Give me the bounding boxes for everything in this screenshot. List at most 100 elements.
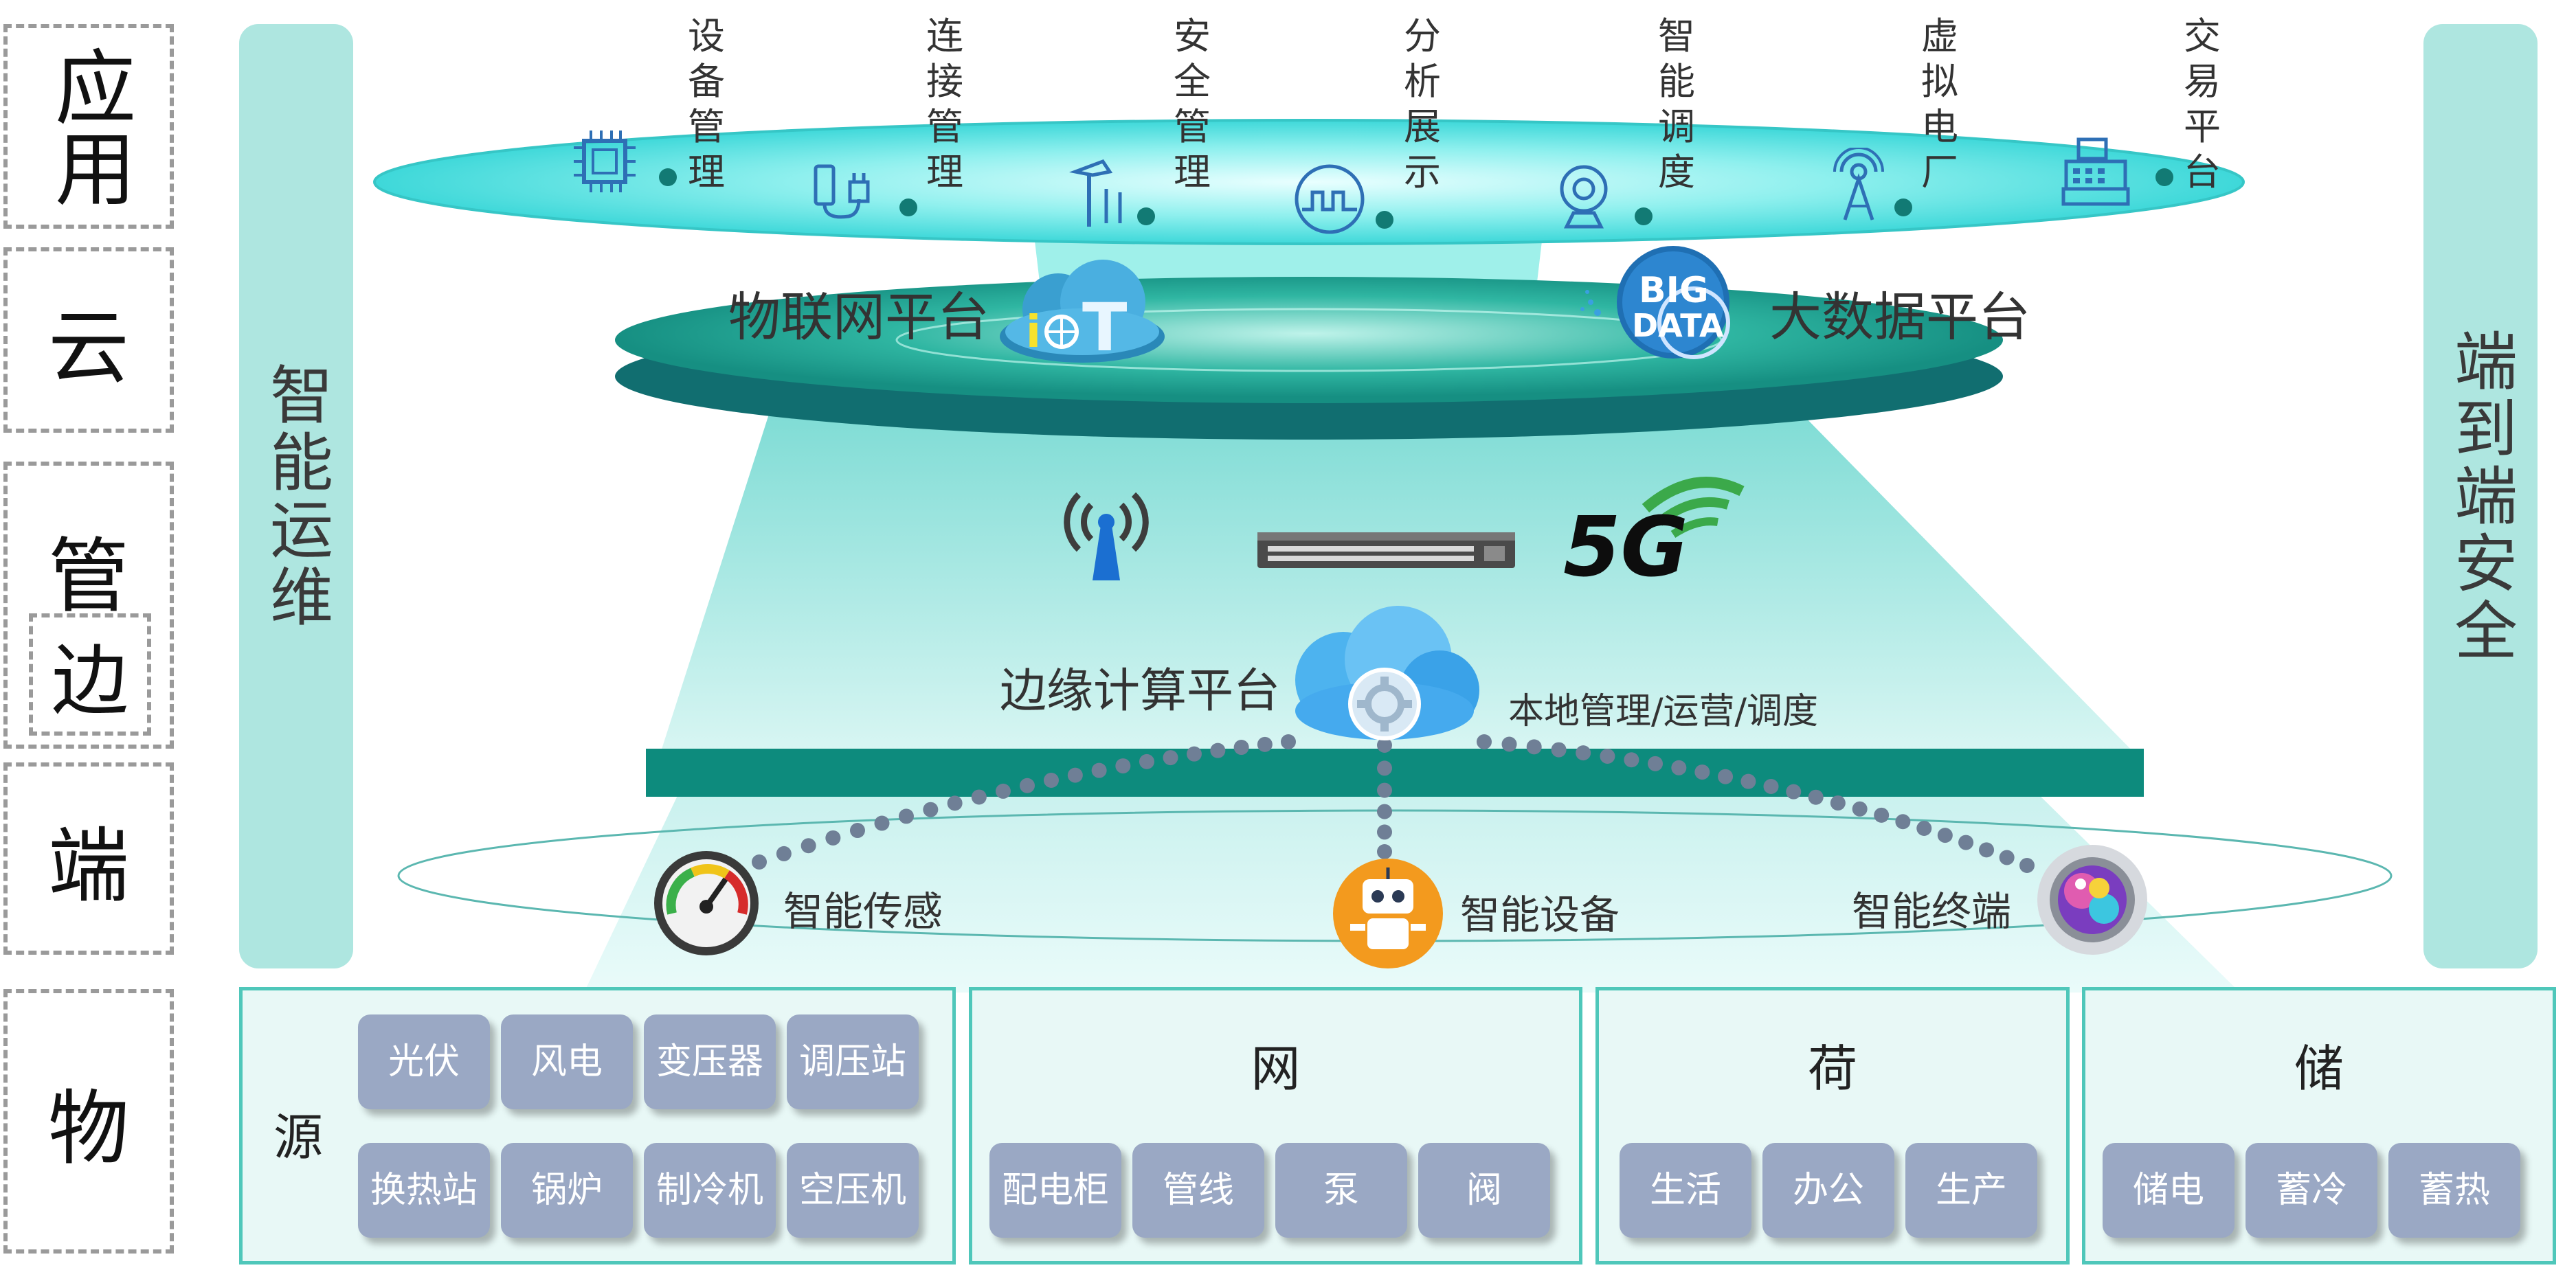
connection-dot bbox=[1786, 784, 1802, 800]
connection-dot bbox=[1115, 758, 1131, 774]
layer-application: 应用 bbox=[3, 24, 174, 229]
layer-application-label: 应用 bbox=[41, 45, 136, 207]
layer-edge: 边 bbox=[29, 613, 151, 736]
camera-lens-icon bbox=[2037, 845, 2147, 955]
connection-dot bbox=[1163, 750, 1178, 766]
connection-dot bbox=[1067, 767, 1083, 783]
connection-dot bbox=[1139, 753, 1154, 769]
tools-icon bbox=[1068, 159, 1122, 227]
group-grid: 网 配电柜 管线 泵 阀 bbox=[969, 987, 1582, 1265]
tile-office[interactable]: 办公 bbox=[1762, 1143, 1894, 1238]
connection-dot bbox=[1895, 814, 1911, 830]
connection-dot bbox=[1624, 752, 1639, 768]
app-security-mgmt[interactable]: 安全管理 bbox=[1174, 14, 1211, 194]
app-trading-platform[interactable]: 交易平台 bbox=[2184, 14, 2221, 194]
connection-dot bbox=[1852, 801, 1868, 817]
app-analysis-display[interactable]: 分析展示 bbox=[1404, 14, 1441, 194]
connection-dot bbox=[1671, 760, 1687, 775]
tile-pipeline[interactable]: 管线 bbox=[1132, 1143, 1264, 1238]
group-storage-title: 储 bbox=[2294, 1040, 2344, 1098]
connection-dot bbox=[1916, 821, 1932, 837]
edge-local-label: 本地管理/运营/调度 bbox=[1508, 691, 1819, 732]
connection-dot bbox=[1377, 760, 1392, 776]
plug-icon bbox=[814, 164, 870, 219]
connection-dot bbox=[1501, 736, 1517, 752]
layer-cloud-label: 云 bbox=[47, 299, 129, 395]
app-virtual-plant[interactable]: 虚拟电厂 bbox=[1921, 14, 1958, 194]
app-connection-mgmt[interactable]: 连接管理 bbox=[926, 14, 963, 194]
connection-dot bbox=[1958, 835, 1974, 850]
waveform-icon bbox=[1295, 164, 1365, 234]
tile-valve[interactable]: 阀 bbox=[1418, 1143, 1550, 1238]
tile-heat-exchange[interactable]: 换热站 bbox=[358, 1143, 490, 1238]
app-device-mgmt[interactable]: 设备管理 bbox=[688, 14, 725, 194]
tile-cold-storage[interactable]: 蓄冷 bbox=[2245, 1143, 2377, 1238]
connection-dots bbox=[752, 734, 2035, 873]
tile-living[interactable]: 生活 bbox=[1620, 1143, 1751, 1238]
tile-production[interactable]: 生产 bbox=[1905, 1143, 2037, 1238]
tile-heat-storage[interactable]: 蓄热 bbox=[2388, 1143, 2520, 1238]
robot-icon bbox=[1333, 859, 1443, 968]
layer-terminal: 端 bbox=[3, 762, 174, 955]
connection-dot bbox=[752, 854, 767, 870]
connection-dot bbox=[2019, 858, 2035, 873]
connection-dot bbox=[1257, 736, 1273, 752]
webcam-icon bbox=[1560, 165, 1608, 229]
connection-dot bbox=[1740, 773, 1756, 789]
tile-air-compressor[interactable]: 空压机 bbox=[787, 1143, 919, 1238]
pillar-smart-ops: 智能运维 bbox=[239, 24, 353, 968]
fiveg-icon: 5G bbox=[1563, 477, 1745, 584]
connection-dot bbox=[1186, 746, 1202, 762]
connection-dot bbox=[1808, 789, 1824, 805]
pillar-e2e-security: 端到端安全 bbox=[2423, 24, 2538, 968]
connection-dot bbox=[1526, 739, 1542, 755]
connection-dot bbox=[1718, 769, 1734, 784]
tile-electric-storage[interactable]: 储电 bbox=[2103, 1143, 2235, 1238]
connection-dot bbox=[1551, 742, 1567, 758]
connection-dot bbox=[1281, 734, 1296, 749]
app-dots bbox=[659, 168, 2173, 229]
pillar-e2e-security-label: 端到端安全 bbox=[2443, 328, 2518, 665]
iot-platform-label: 物联网平台 bbox=[728, 286, 989, 348]
layer-things: 物 bbox=[3, 989, 174, 1254]
connection-dot bbox=[1477, 734, 1492, 749]
group-grid-title: 网 bbox=[1251, 1040, 1301, 1098]
connection-dot bbox=[1763, 779, 1779, 794]
tile-pv[interactable]: 光伏 bbox=[358, 1014, 490, 1109]
antenna-icon bbox=[1064, 492, 1149, 580]
layer-terminal-label: 端 bbox=[47, 818, 129, 914]
big-data-line2: DATA bbox=[1632, 307, 1724, 344]
connection-dot bbox=[1210, 742, 1226, 758]
tile-distribution-cabinet[interactable]: 配电柜 bbox=[989, 1143, 1121, 1238]
bigdata-platform-label: 大数据平台 bbox=[1769, 286, 2030, 348]
tile-wind[interactable]: 风电 bbox=[501, 1014, 633, 1109]
connection-dot bbox=[1648, 756, 1664, 771]
layer-cloud: 云 bbox=[3, 247, 174, 433]
connection-dot bbox=[1091, 762, 1107, 778]
group-source-title: 源 bbox=[273, 1109, 324, 1166]
connection-dot bbox=[1233, 740, 1249, 756]
svg-text:T: T bbox=[1082, 289, 1127, 366]
tile-pump[interactable]: 泵 bbox=[1275, 1143, 1407, 1238]
big-data-line1: BIG bbox=[1639, 270, 1709, 311]
connection-dot bbox=[800, 838, 816, 854]
connection-dot bbox=[1377, 782, 1392, 798]
big-data-icon: BIG DATA bbox=[1580, 246, 1730, 359]
edge-cloud-icon bbox=[1295, 606, 1479, 740]
group-load: 荷 生活 办公 生产 bbox=[1595, 987, 2070, 1265]
connection-dot bbox=[1020, 778, 1035, 793]
connection-dot bbox=[995, 783, 1011, 799]
tile-boiler[interactable]: 锅炉 bbox=[501, 1143, 633, 1238]
tile-chiller[interactable]: 制冷机 bbox=[644, 1143, 776, 1238]
tile-pressure-station[interactable]: 调压站 bbox=[787, 1014, 919, 1109]
connection-dot bbox=[874, 815, 890, 831]
connection-dot bbox=[1600, 749, 1615, 764]
group-storage: 储 储电 蓄冷 蓄热 bbox=[2082, 987, 2556, 1265]
connection-dot bbox=[1830, 795, 1846, 811]
tile-transformer[interactable]: 变压器 bbox=[644, 1014, 776, 1109]
svg-text:i: i bbox=[1026, 307, 1041, 358]
smart-terminal-label: 智能终端 bbox=[1852, 888, 2012, 935]
connection-dot bbox=[1043, 772, 1059, 788]
app-smart-dispatch[interactable]: 智能调度 bbox=[1658, 14, 1695, 194]
